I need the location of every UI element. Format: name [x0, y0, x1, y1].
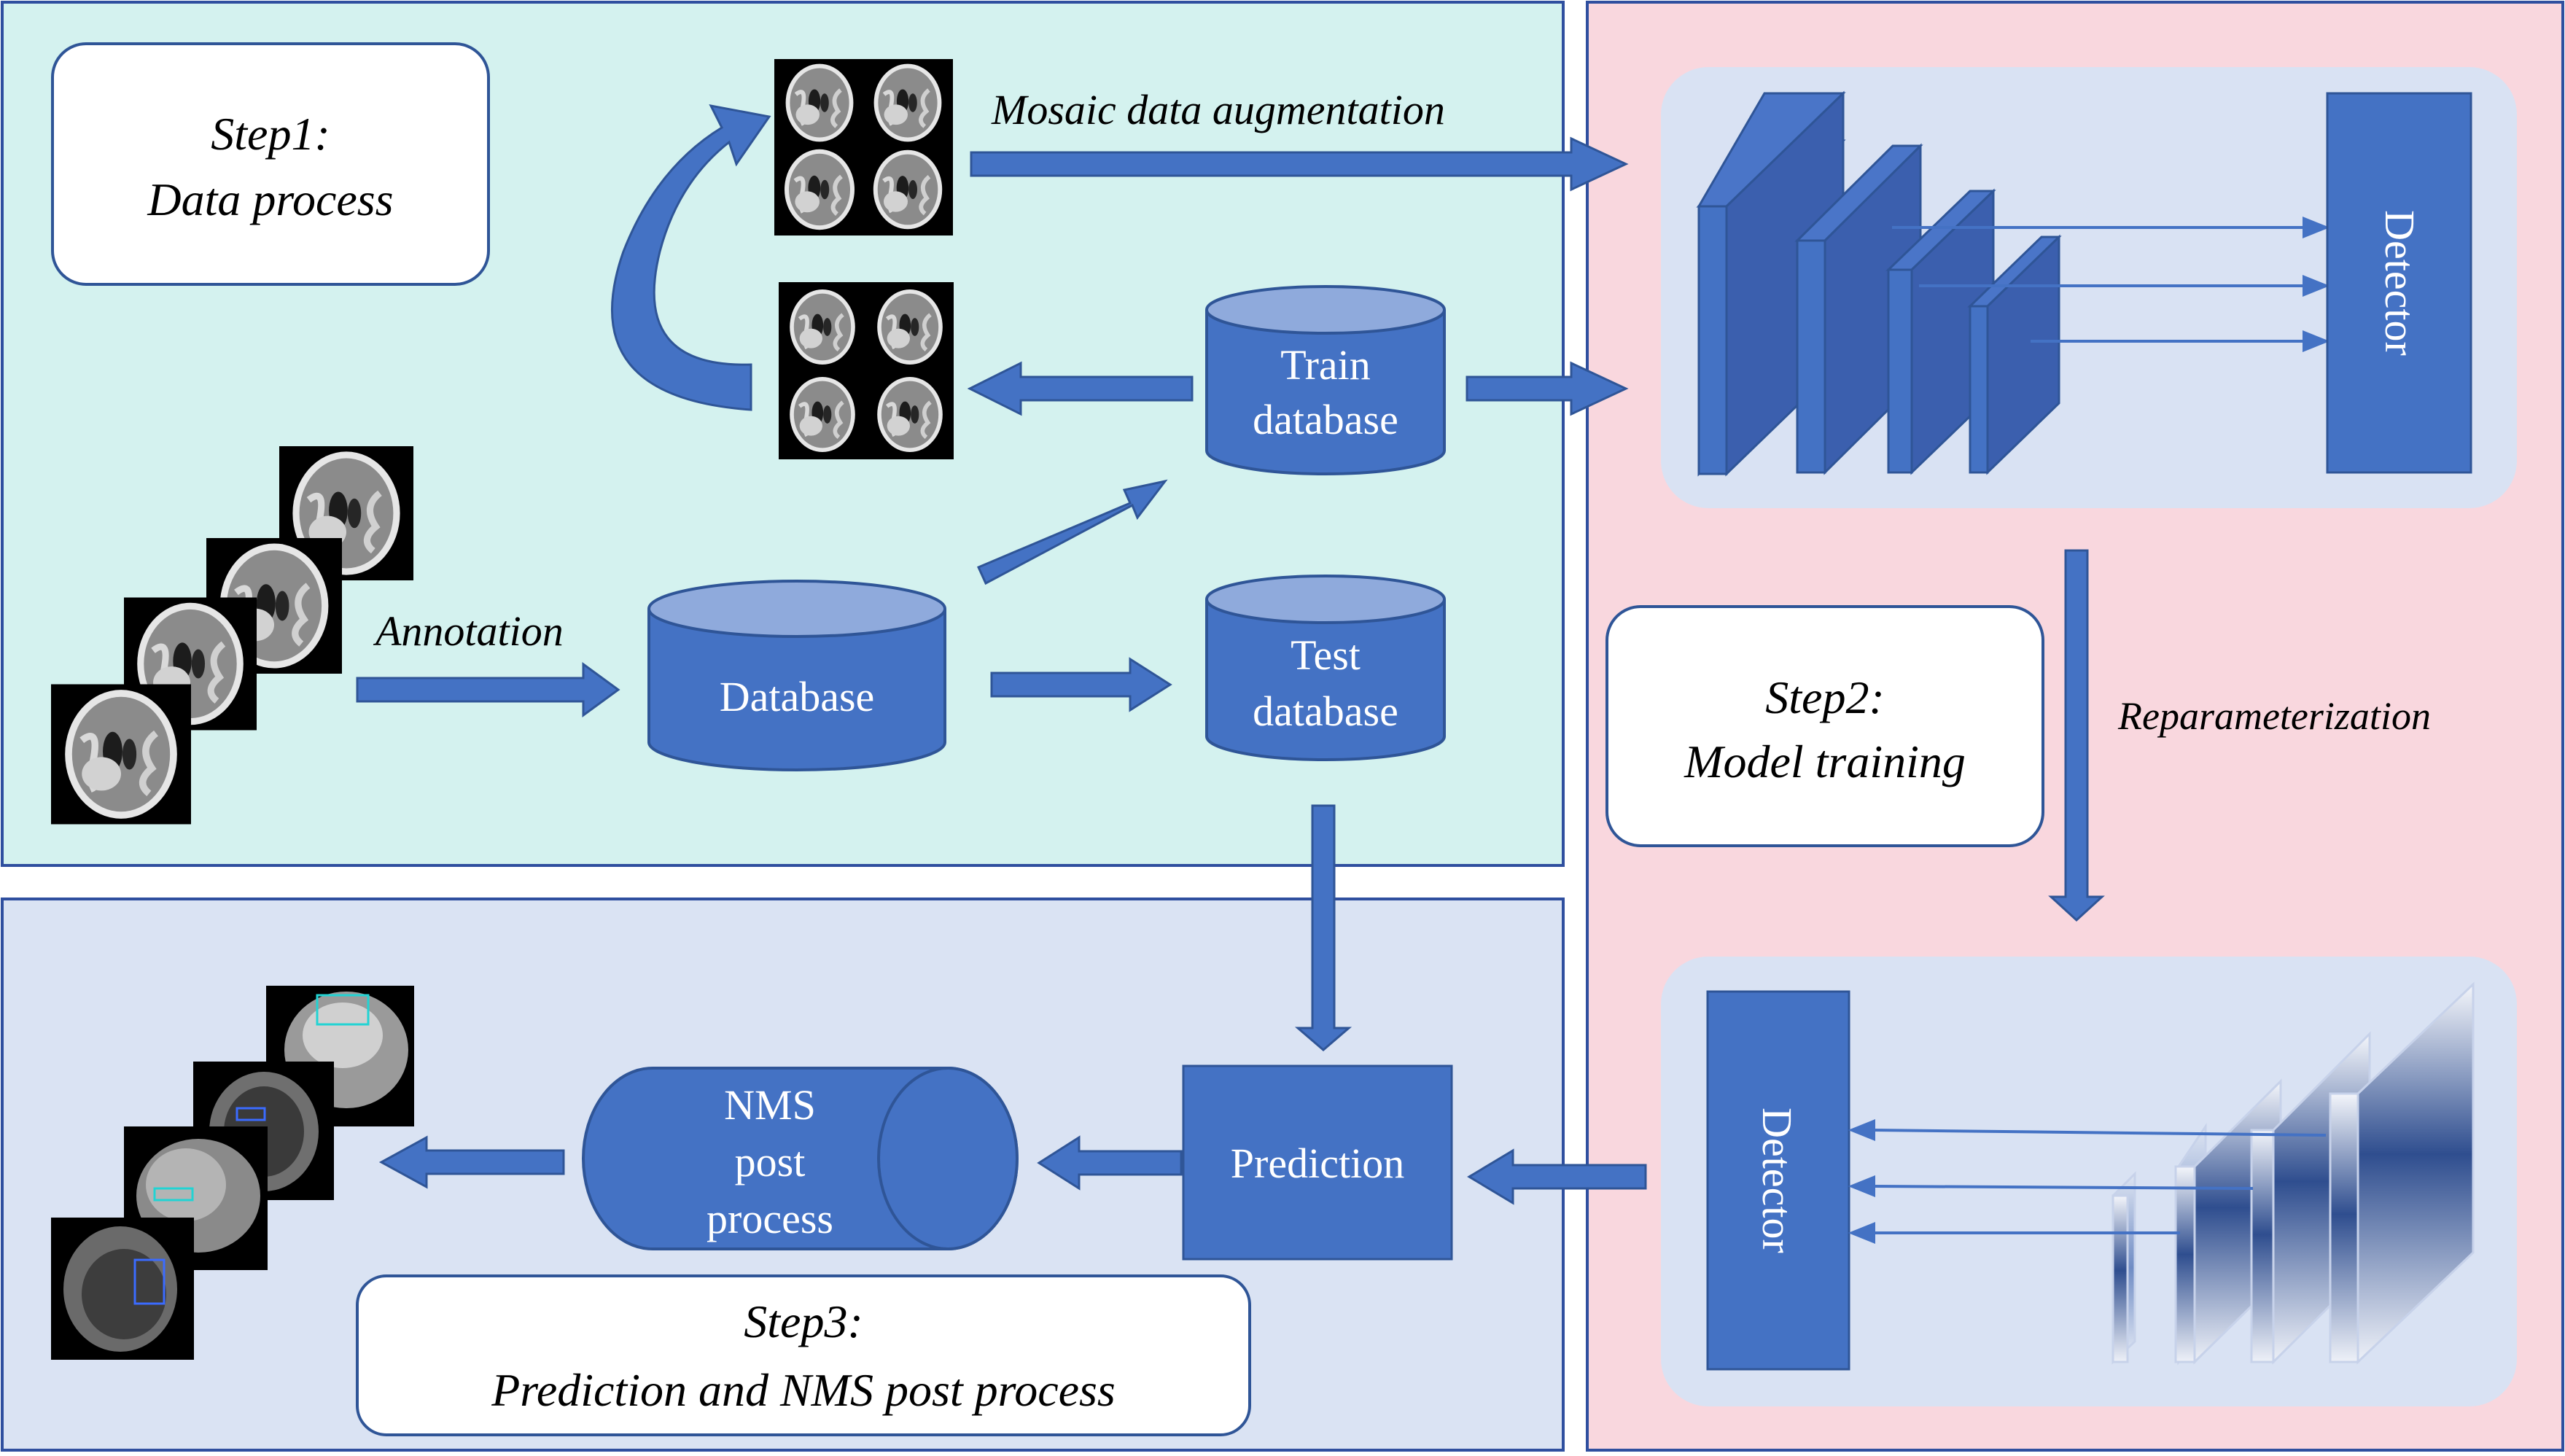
nms-label-3: process [707, 1195, 833, 1242]
curved-augmentation-arrow [611, 104, 771, 411]
database-test-label-2: database [1253, 688, 1398, 735]
database-main-label: Database [720, 673, 875, 720]
database-train [1205, 285, 1446, 475]
arrow-train-to-images [967, 361, 1194, 416]
database-test-label-1: Test [1291, 631, 1361, 679]
arrow-mosaic-to-network [970, 136, 1629, 192]
arrow-nms-to-output [378, 1135, 565, 1189]
step1-box [51, 42, 490, 286]
mosaic-label: Mosaic data augmentation [991, 86, 1445, 133]
nms-label-2: post [735, 1138, 806, 1186]
augmented-grid-image [779, 282, 954, 459]
arrow-test-to-prediction [1294, 804, 1352, 1051]
nms-label-1: NMS [724, 1081, 816, 1129]
mri-output-stack [51, 986, 414, 1360]
detector-train-box [2326, 92, 2472, 474]
arrow-db-to-train [976, 479, 1168, 585]
annotation-label: Annotation [373, 607, 564, 655]
database-train-label-2: database [1253, 396, 1398, 443]
arrow-prediction-to-nms [1037, 1135, 1183, 1191]
arrow-annotation [356, 662, 620, 717]
network-deploy-layers [2111, 981, 2475, 1366]
mri-output-4 [51, 1218, 194, 1360]
nms-cylinder [582, 1067, 1019, 1250]
prediction-box [1182, 1064, 1453, 1261]
arrow-train-to-network [1466, 361, 1629, 416]
step2-box [1605, 605, 2044, 847]
detector-deploy-box [1706, 990, 1850, 1371]
step3-box [356, 1274, 1251, 1436]
step2-subtitle: Model training [1684, 736, 1966, 787]
step3-title: Step3: [744, 1296, 863, 1347]
flow-arrows [356, 136, 2105, 1205]
step3-subtitle: Prediction and NMS post process [491, 1364, 1116, 1416]
database-test [1205, 575, 1446, 761]
mosaic-image [774, 59, 953, 235]
reparameterization-label: Reparameterization [2117, 694, 2431, 738]
arrow-db-to-test [990, 657, 1172, 712]
database-main [647, 580, 946, 771]
network-train-connections [1892, 217, 2330, 352]
arrow-reparameterization [2048, 549, 2105, 922]
network-deploy-connections [1848, 1119, 2327, 1244]
step2-title: Step2: [1765, 671, 1885, 723]
database-train-label-1: Train [1280, 341, 1371, 389]
prediction-label: Prediction [1231, 1140, 1404, 1187]
step1-title: Step1: [211, 108, 330, 160]
detector-deploy-label: Detector [1754, 1107, 1801, 1253]
detector-train-label: Detector [2376, 210, 2424, 356]
arrow-detector-to-prediction [1467, 1148, 1647, 1205]
step1-subtitle: Data process [147, 174, 393, 225]
